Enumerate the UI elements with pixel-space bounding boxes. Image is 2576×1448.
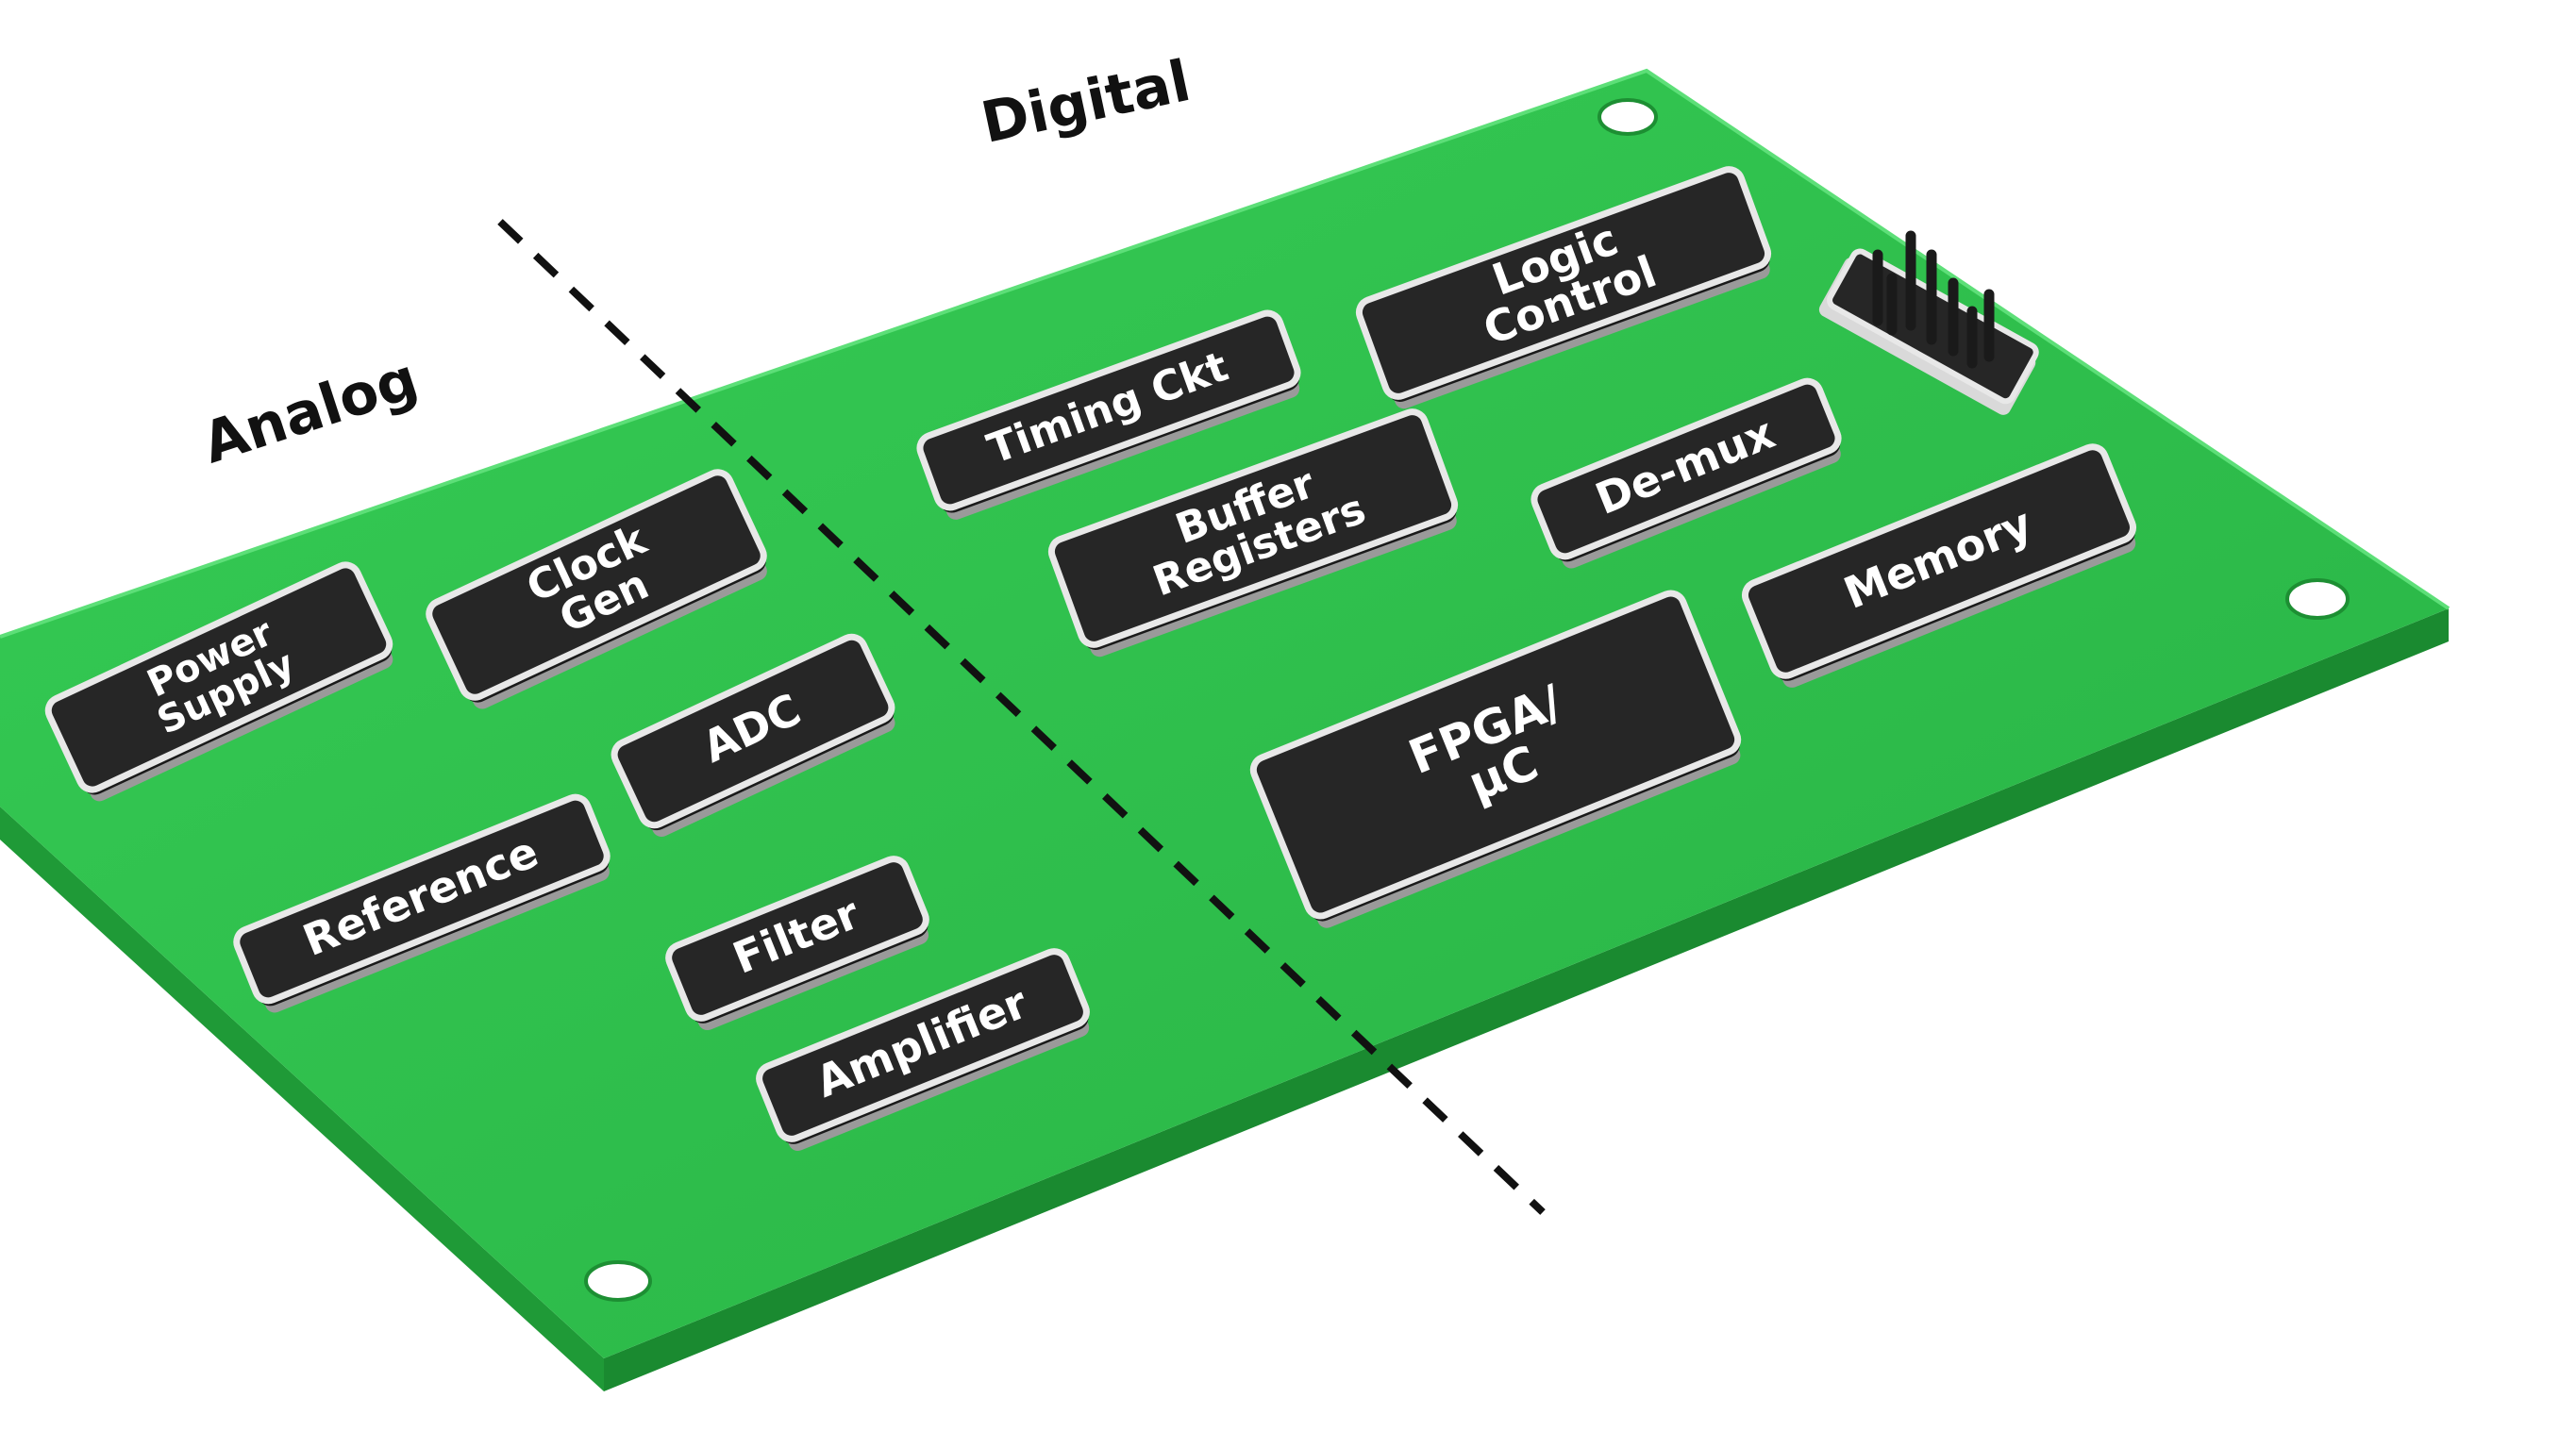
chip-filter: Filter — [665, 856, 929, 1031]
digital-region-label: Digital — [976, 48, 1196, 157]
pin-header-pins — [1872, 230, 1995, 369]
chip-body — [233, 793, 611, 1005]
chip-body — [916, 309, 1301, 511]
chip-de-mux: De-mux — [1531, 377, 1842, 569]
mounting-hole — [1597, 98, 1658, 136]
chip-amplifier: Amplifier — [756, 948, 1090, 1152]
pcb-board — [0, 71, 2449, 1358]
analog-digital-divider — [497, 219, 1546, 1215]
chip-body — [1531, 377, 1842, 560]
analog-region-label: Analog — [195, 345, 427, 476]
chip-fpga-uc: FPGA/µC — [1249, 590, 1742, 928]
chip-adc: ADC — [611, 633, 895, 838]
chip-body — [1047, 408, 1459, 648]
pcb-board-highlight — [0, 68, 2451, 639]
mounting-hole — [584, 1260, 652, 1302]
chip-body — [1249, 590, 1742, 920]
mounting-hole — [2285, 578, 2350, 620]
chip-body — [756, 948, 1090, 1142]
chip-body — [426, 469, 767, 701]
chip-body — [1741, 443, 2137, 679]
pcb-board-edge-front — [604, 608, 2449, 1391]
chip-memory: Memory — [1741, 443, 2137, 688]
chip-body — [611, 633, 895, 829]
chip-body — [44, 561, 393, 793]
chip-body — [1355, 166, 1772, 400]
chip-body — [665, 856, 929, 1022]
pcb-board-edge — [0, 807, 604, 1391]
chip-timing-ckt: Timing Ckt — [916, 309, 1301, 520]
